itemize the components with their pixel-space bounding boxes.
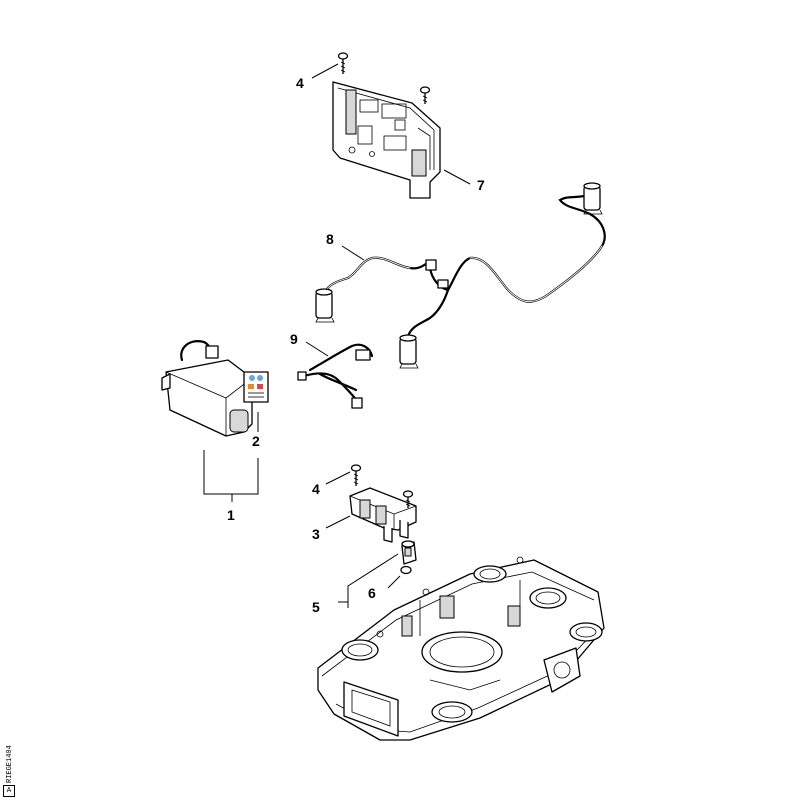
callout-7: 7	[477, 177, 485, 193]
callout-3: 3	[312, 526, 320, 542]
part-7-control-board	[332, 81, 441, 199]
callouts: 4 7 8 9 2 1 4 3 5 6	[227, 75, 485, 615]
part-8-sensor-right	[583, 182, 603, 215]
callout-1: 1	[227, 507, 235, 523]
part-4-screw-top-left	[337, 52, 349, 74]
part-4-screw-middle-left	[350, 464, 362, 486]
callout-2: 2	[252, 433, 260, 449]
reference-code: RIEGE1404	[6, 745, 14, 783]
callout-5: 5	[312, 599, 320, 615]
part-9-cable	[297, 343, 374, 409]
part-4-screw-middle-right	[402, 490, 414, 508]
sheet-mark: A	[3, 785, 15, 797]
leader-lines	[203, 63, 471, 608]
reference-code-text: RIEGE1404	[6, 745, 14, 783]
part-3-bracket	[349, 487, 417, 543]
part-8-sensor-left	[315, 288, 335, 323]
callout-4-top: 4	[296, 75, 304, 91]
part-1-module	[161, 340, 253, 437]
part-5-fitting	[401, 540, 417, 565]
part-2-label	[243, 371, 269, 403]
callout-6: 6	[368, 585, 376, 601]
callout-8: 8	[326, 231, 334, 247]
part-4-screw-top-right	[419, 86, 431, 104]
callout-4-middle: 4	[312, 481, 320, 497]
part-8-sensor-middle	[399, 334, 419, 369]
part-6-ring	[400, 565, 412, 575]
part-8-wire-harness	[322, 194, 606, 338]
base-housing	[317, 556, 605, 741]
callout-9: 9	[290, 331, 298, 347]
